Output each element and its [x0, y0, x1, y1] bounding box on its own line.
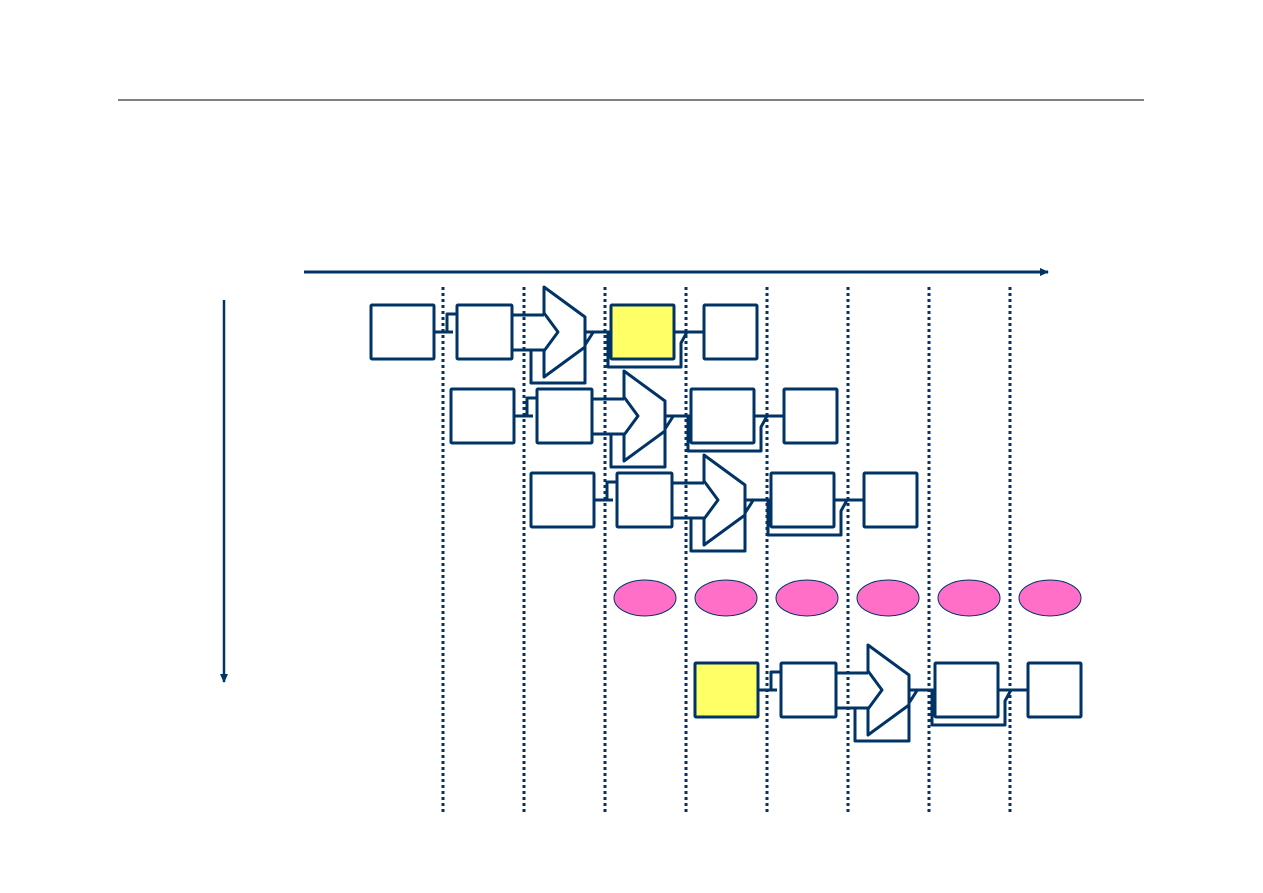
stage-box — [933, 661, 1000, 719]
stage-box — [779, 661, 838, 719]
stage-box — [455, 303, 514, 361]
stage-box — [862, 471, 919, 529]
highlighted-stage-box — [609, 303, 676, 361]
stage-box — [369, 303, 436, 361]
stage-box — [535, 387, 594, 445]
bubble — [775, 579, 839, 617]
stage-box — [782, 387, 839, 445]
pipeline-bubbles — [613, 579, 1082, 617]
stage-box — [449, 387, 516, 445]
wire — [514, 396, 537, 418]
wire — [594, 480, 617, 502]
stage-boundaries — [441, 287, 1012, 815]
alu-shape — [622, 369, 667, 463]
wire — [758, 670, 781, 692]
instr-2 — [449, 369, 839, 469]
wire — [434, 312, 457, 334]
bubble — [613, 579, 677, 617]
wire — [672, 481, 747, 553]
instr-3 — [529, 453, 919, 553]
wire — [766, 498, 864, 537]
instr-4 — [693, 643, 1083, 743]
wire — [836, 671, 911, 743]
wire — [606, 330, 704, 369]
instr-1 — [369, 285, 759, 385]
wire — [930, 688, 1028, 727]
bubble — [1018, 579, 1082, 617]
bubble — [937, 579, 1001, 617]
stage-box — [529, 471, 596, 529]
wire — [512, 313, 587, 385]
stage-box — [702, 303, 759, 361]
instruction-rows — [369, 285, 1083, 743]
stage-box — [689, 387, 756, 445]
wire — [592, 397, 667, 469]
stage-box — [615, 471, 674, 529]
stage-box — [1026, 661, 1083, 719]
alu-shape — [702, 453, 747, 547]
bubble — [856, 579, 920, 617]
stage-box — [769, 471, 836, 529]
alu-shape — [542, 285, 587, 379]
wire — [686, 414, 784, 453]
highlighted-stage-box — [693, 661, 760, 719]
bubble — [694, 579, 758, 617]
alu-shape — [866, 643, 911, 737]
